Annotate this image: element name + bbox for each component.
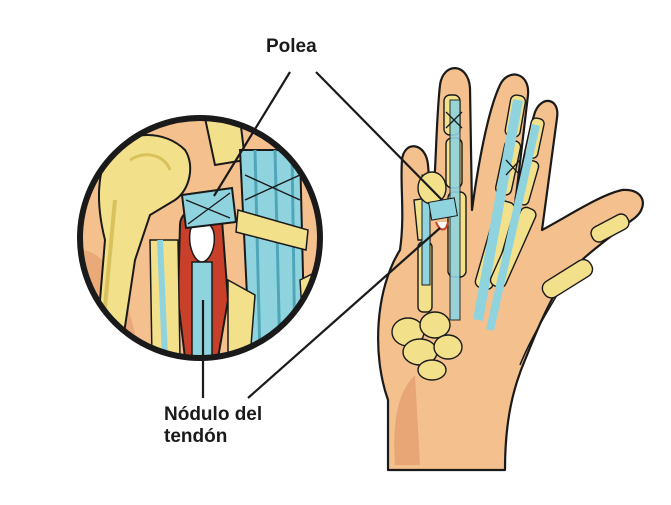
magnified-view [80, 118, 320, 360]
polea-line-right [316, 72, 442, 200]
polea-label: Polea [266, 36, 317, 58]
hand [378, 68, 643, 470]
tendon-nodule-label: Nódulo del tendón [164, 404, 262, 448]
tendon-nodule-label-line2: tendón [164, 426, 262, 448]
tendon-nodule-label-line1: Nódulo del [164, 404, 262, 426]
